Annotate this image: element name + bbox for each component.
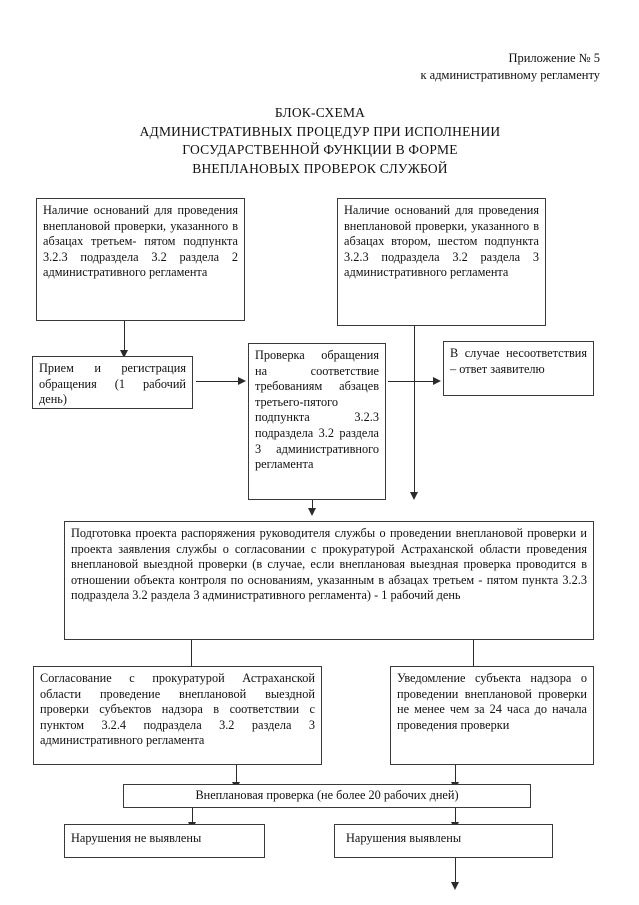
connector-inspection-to-no-violations	[192, 808, 193, 825]
connector-order-to-prosecutor-approval	[191, 640, 192, 666]
box-violations-found: Нарушения выявлены	[334, 824, 553, 858]
connector-inspection-to-violations	[455, 808, 456, 825]
connector-grounds-left-to-registration	[124, 321, 125, 352]
box-grounds-left: Наличие оснований для проведения внеплан…	[36, 198, 245, 321]
connector-notification-to-inspection	[455, 765, 456, 785]
box-non-compliance-reply: В случае несоответствия – ответ заявител…	[443, 341, 594, 396]
arrow-into-order-preparation	[308, 508, 316, 516]
title-line-2: АДМИНИСТРАТИВНЫХ ПРОЦЕДУР ПРИ ИСПОЛНЕНИИ	[139, 123, 501, 139]
connector-violations-continues	[455, 858, 456, 885]
title-line-4: ВНЕПЛАНОВЫХ ПРОВЕРОК СЛУЖБОЙ	[192, 160, 448, 176]
box-compliance-check: Проверка обращения на соответствие требо…	[248, 343, 386, 500]
arrow-violations-continues	[451, 882, 459, 890]
connector-check-to-reply	[388, 381, 435, 382]
box-prosecutor-approval: Согласование с прокуратурой Астраханской…	[33, 666, 322, 765]
arrow-into-registration	[120, 350, 128, 358]
appendix-number: Приложение № 5	[508, 51, 600, 65]
connector-registration-to-check	[196, 381, 240, 382]
box-grounds-right: Наличие оснований для проведения внеплан…	[337, 198, 546, 326]
arrow-into-non-compliance-reply	[433, 377, 441, 385]
appendix-reference: к административному регламенту	[420, 68, 600, 82]
box-notification: Уведомление субъекта надзора о проведени…	[390, 666, 594, 765]
title-line-3: ГОСУДАРСТВЕННОЙ ФУНКЦИИ В ФОРМЕ	[182, 142, 458, 157]
connector-order-to-notification	[473, 640, 474, 666]
box-registration: Прием и регистрация обращения (1 рабочий…	[32, 356, 193, 409]
box-order-preparation: Подготовка проекта распоряжения руководи…	[64, 521, 594, 640]
connector-prosecutor-to-inspection	[236, 765, 237, 785]
connector-grounds-right-down	[414, 290, 415, 495]
page-title: БЛОК-СХЕМА АДМИНИСТРАТИВНЫХ ПРОЦЕДУР ПРИ…	[60, 104, 580, 178]
title-line-1: БЛОК-СХЕМА	[274, 105, 366, 120]
box-unscheduled-inspection: Внеплановая проверка (не более 20 рабочи…	[123, 784, 531, 808]
box-no-violations: Нарушения не выявлены	[64, 824, 265, 858]
arrow-into-compliance-check	[238, 377, 246, 385]
arrow-grounds-right-down	[410, 492, 418, 500]
